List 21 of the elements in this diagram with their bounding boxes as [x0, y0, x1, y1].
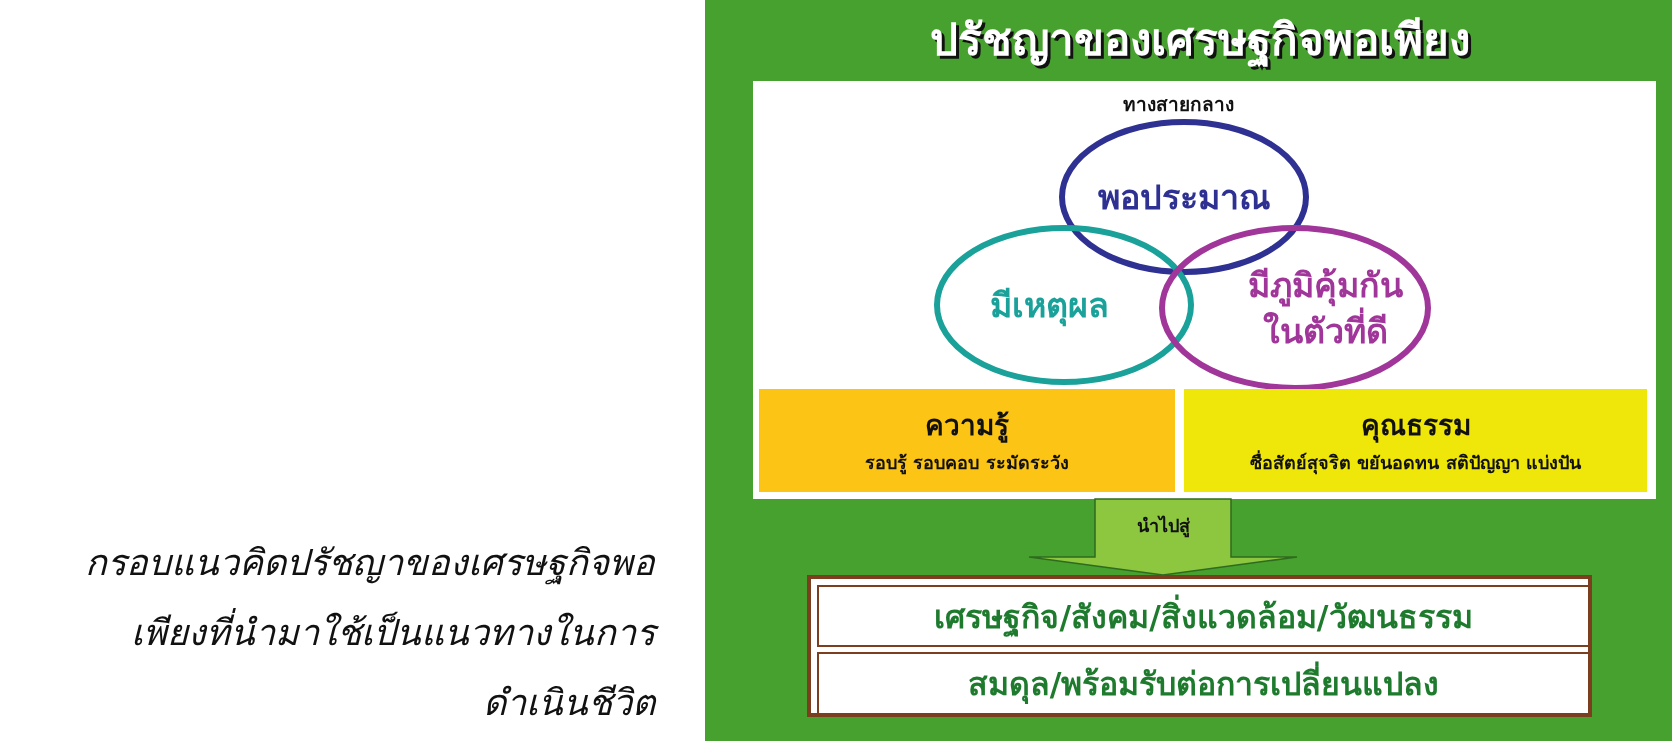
box-body: รอบรู้ รอบคอบ ระมัดระวัง — [865, 450, 1069, 477]
result-box — [817, 585, 1590, 647]
block-arrow — [1028, 498, 1298, 576]
diagram-panel — [753, 81, 1656, 499]
edge-label: นำไปสู่ — [1135, 514, 1191, 539]
venn-ellipse — [934, 225, 1194, 385]
result-frame — [807, 575, 1592, 717]
principle-box — [759, 389, 1175, 492]
result-box — [817, 652, 1590, 715]
result-text: สมดุล/พร้อมรับต่อการเปลี่ยนแปลง — [967, 658, 1440, 709]
title: ปรัชญาของเศรษฐกิจพอเพียง — [929, 13, 1471, 69]
box-heading: คุณธรรม — [1360, 407, 1471, 445]
box-heading: ความรู้ — [925, 407, 1009, 445]
ellipse-label: มีภูมิคุ้มกันในตัวที่ดี — [1246, 264, 1404, 353]
box-body: ซื่อสัตย์สุจริต ขยันอดทน สติปัญญา แบ่งปัน — [1250, 449, 1581, 477]
ellipse-label: พอประมาณ — [1097, 176, 1271, 219]
result-text: เศรษฐกิจ/สังคม/สิ่งแวดล้อม/วัฒนธรรม — [934, 590, 1473, 642]
principle-box — [1184, 389, 1647, 492]
heading-text: ทางสายกลาง — [1121, 92, 1235, 117]
ellipse-label: มีเหตุผล — [989, 284, 1109, 328]
venn-ellipse — [1159, 225, 1431, 391]
